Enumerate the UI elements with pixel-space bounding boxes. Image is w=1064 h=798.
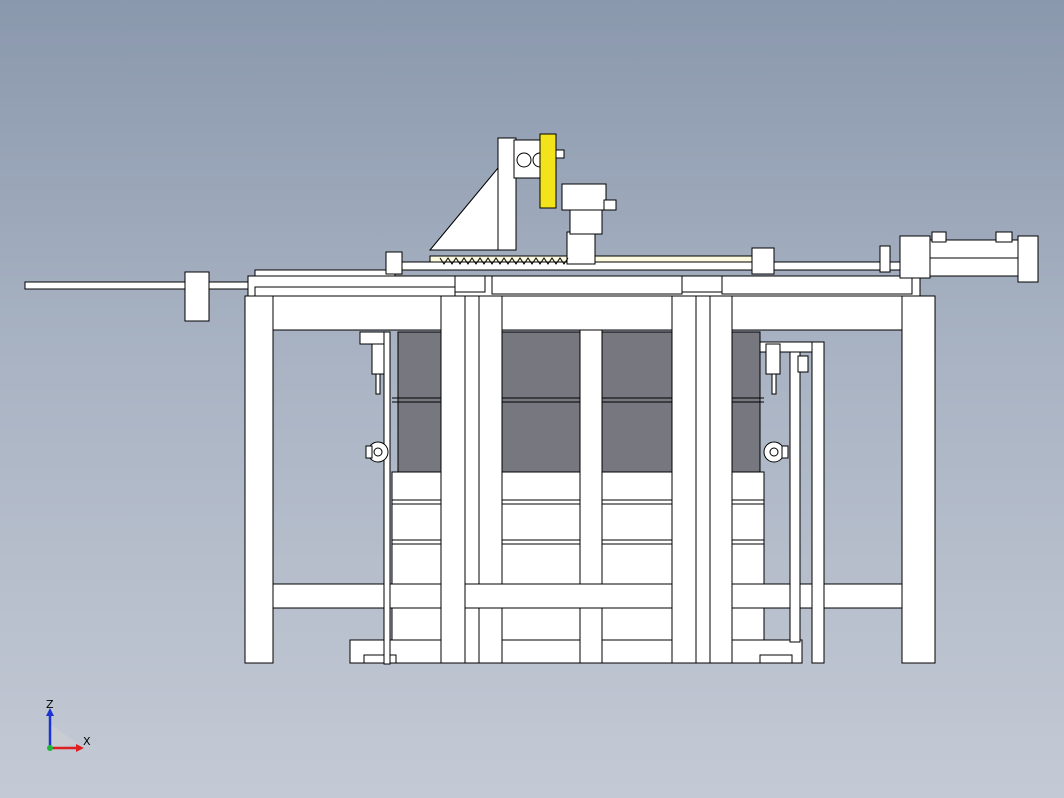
z-axis-arrow — [46, 708, 54, 716]
x-axis-arrow — [76, 744, 84, 752]
gusset-plate — [428, 137, 517, 251]
triad-plane — [50, 724, 78, 748]
right-side-bracket — [759, 341, 825, 664]
x-axis-label: X — [83, 735, 91, 748]
linear-rail-assembly — [24, 231, 921, 322]
main-frame — [244, 295, 936, 664]
left-side-bracket — [359, 331, 391, 665]
gripper-head — [513, 133, 617, 235]
pneumatic-cylinder — [899, 231, 1039, 283]
triad-axes — [46, 708, 84, 752]
z-axis-label: Z — [46, 698, 54, 711]
compression-spring — [439, 257, 569, 265]
coordinate-triad: Z X — [38, 696, 98, 758]
y-axis-dot — [47, 745, 53, 751]
